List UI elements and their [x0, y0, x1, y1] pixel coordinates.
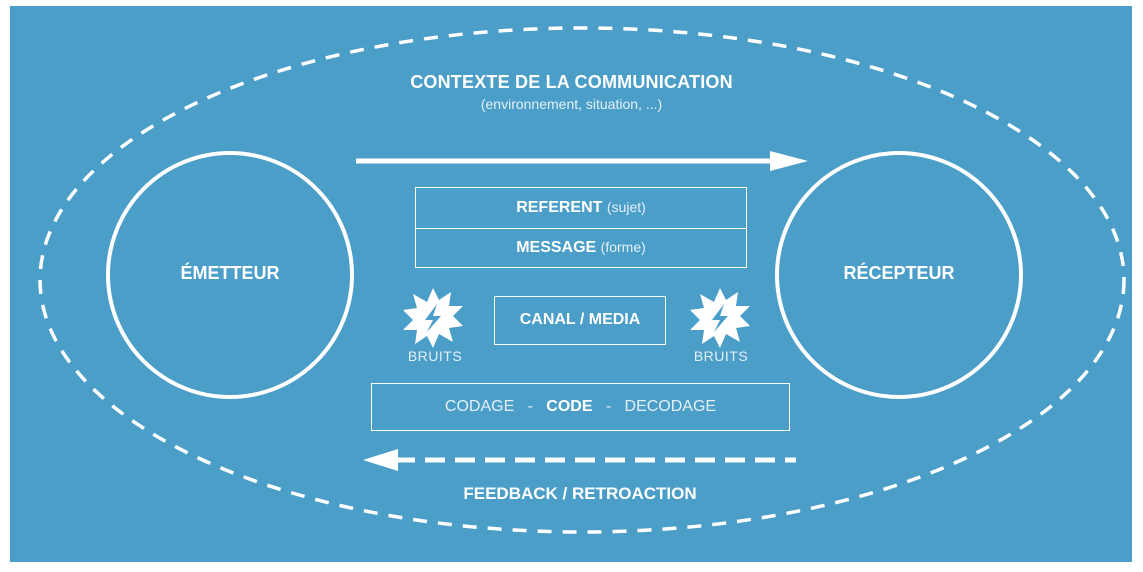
receiver-circle — [775, 151, 1023, 399]
diagram-background — [10, 6, 1132, 562]
code-separator-right: - — [605, 398, 612, 415]
code-row: CODAGE - CODE - DECODAGE — [372, 398, 789, 416]
referent-text: REFERENT (sujet) — [416, 199, 746, 217]
receiver-label: RÉCEPTEUR — [843, 263, 955, 283]
referent-label: REFERENT — [516, 199, 603, 216]
referent-detail: (sujet) — [606, 199, 646, 215]
message-label: MESSAGE — [516, 239, 597, 256]
feedback-arrow-icon — [363, 449, 796, 471]
encoding-label: CODAGE — [444, 398, 515, 415]
noise-left-icon — [403, 288, 463, 348]
diagram-title: CONTEXTE DE LA COMMUNICATION — [410, 72, 733, 92]
sender-circle — [106, 151, 354, 399]
decoding-label: DECODAGE — [624, 398, 717, 415]
message-text: MESSAGE (forme) — [416, 239, 746, 257]
noise-right-icon — [690, 288, 750, 348]
noise-right-label: BRUITS — [693, 348, 749, 364]
code-box: CODAGE - CODE - DECODAGE — [371, 383, 790, 431]
feedback-label: FEEDBACK / RETROACTION — [463, 484, 697, 503]
message-detail: (forme) — [600, 239, 646, 255]
code-label: CODE — [546, 398, 593, 415]
channel-label: CANAL / MEDIA — [519, 311, 641, 328]
diagram-subtitle: (environnement, situation, ...) — [480, 96, 663, 112]
referent-box: REFERENT (sujet) — [415, 187, 747, 229]
forward-arrow-icon — [356, 151, 808, 171]
channel-box: CANAL / MEDIA — [494, 296, 666, 345]
sender-label: ÉMETTEUR — [180, 263, 280, 283]
code-separator-left: - — [527, 398, 533, 415]
context-ellipse — [38, 26, 1126, 534]
noise-left-label: BRUITS — [407, 348, 463, 364]
message-box: MESSAGE (forme) — [415, 228, 747, 268]
